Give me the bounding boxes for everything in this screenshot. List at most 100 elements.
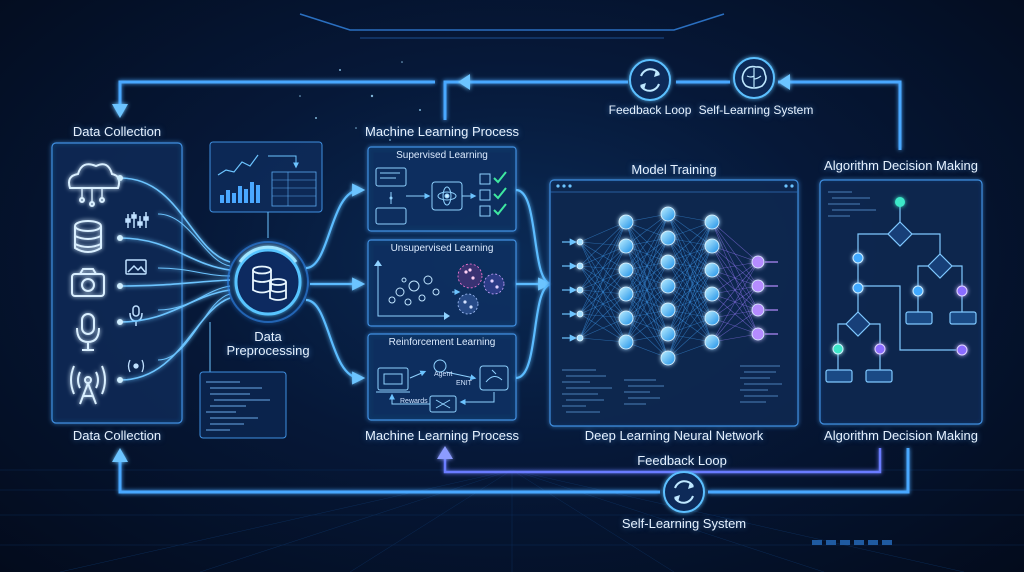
nn-neuron	[618, 286, 634, 302]
nn-edge	[625, 285, 669, 343]
nn-edge	[667, 269, 713, 359]
rewards-label: Rewards	[400, 398, 428, 405]
nn-neuron	[576, 334, 584, 342]
ml-to-network-arrows	[515, 188, 553, 380]
top-feedback-loop	[118, 80, 902, 150]
nn-neuron	[704, 238, 720, 254]
camera-icon	[71, 268, 105, 297]
nn-edge	[625, 213, 669, 319]
deep-learning-label: Deep Learning Neural Network	[584, 428, 764, 443]
nn-edge	[579, 221, 627, 243]
neural-network-nodes	[576, 206, 765, 366]
feedback-loop-label-top: Feedback Loop	[608, 103, 692, 117]
bottom-loop-arrow-left	[112, 448, 128, 462]
nn-neuron	[660, 254, 676, 270]
nn-edge	[625, 213, 669, 295]
nn-edge	[711, 333, 759, 343]
self-learning-icon	[663, 471, 705, 513]
algorithm-label-bottom: Algorithm Decision Making	[824, 428, 978, 443]
database-icon	[74, 220, 102, 253]
preprocessing-hub	[227, 241, 309, 323]
nn-edge	[579, 337, 627, 343]
nn-neuron	[576, 238, 584, 246]
model-training-label: Model Training	[631, 162, 717, 177]
nn-neuron	[660, 350, 676, 366]
bottom-loop-arrow-mid	[437, 446, 453, 459]
nn-edge	[667, 221, 713, 263]
nn-edge	[579, 221, 627, 267]
flowchart-nodes	[832, 197, 968, 356]
nn-edge	[579, 245, 627, 339]
data-collection-label-bottom: Data Collection	[72, 428, 162, 443]
neural-network-code	[562, 365, 782, 413]
nn-neuron	[618, 238, 634, 254]
nn-neuron	[704, 334, 720, 350]
nn-edge	[711, 309, 759, 343]
nn-neuron	[751, 303, 765, 317]
nn-edge	[579, 317, 627, 339]
neural-network-panel	[549, 179, 799, 427]
nn-neuron	[576, 262, 584, 270]
top-loop-arrow-left	[112, 104, 128, 118]
nn-neuron	[660, 278, 676, 294]
unsupervised-title-box: Unsupervised Learning	[368, 240, 516, 256]
nn-edge	[711, 245, 759, 263]
nn-edge	[667, 221, 713, 287]
background-grid	[0, 469, 1024, 572]
nn-edge	[667, 221, 713, 311]
nn-neuron	[660, 326, 676, 342]
image-icon	[125, 259, 147, 275]
source-connections	[119, 177, 231, 381]
data-preprocessing-line2: Preprocessing	[226, 343, 310, 358]
nn-edge	[711, 261, 759, 295]
nn-edge	[667, 221, 713, 359]
nn-neuron	[704, 214, 720, 230]
nn-edge	[579, 221, 627, 339]
nn-edge	[667, 341, 713, 359]
nn-neuron	[751, 279, 765, 293]
nn-edge	[667, 213, 713, 223]
nn-neuron	[751, 327, 765, 341]
equalizer-icon	[125, 212, 149, 228]
unsupervised-title: Unsupervised Learning	[390, 243, 494, 254]
nn-neuron	[704, 286, 720, 302]
top-frame	[299, 13, 725, 31]
nn-edge	[711, 261, 759, 343]
iot-icon	[127, 359, 145, 373]
nn-edge	[625, 213, 669, 343]
nn-edge	[711, 285, 759, 343]
preprocessing-chart-panel	[209, 141, 323, 213]
nn-neuron	[618, 214, 634, 230]
algorithm-code	[828, 191, 876, 217]
nn-edge	[579, 269, 627, 339]
sparkles	[299, 61, 421, 141]
nn-edge	[667, 221, 713, 335]
neural-network-edges	[562, 213, 778, 359]
reinforcement-title-box: Reinforcement Learning	[368, 334, 516, 350]
code-panel-left	[199, 371, 287, 439]
enit-label: ENIT	[456, 380, 472, 387]
nn-neuron	[618, 262, 634, 278]
unsupervised-content	[374, 260, 505, 320]
top-loop-arrow-right	[778, 74, 790, 90]
self-learning-label-top: Self-Learning System	[698, 103, 814, 117]
ml-process-label-top: Machine Learning Process	[365, 124, 519, 139]
microphone-icon	[76, 313, 100, 351]
nn-neuron	[660, 206, 676, 222]
nn-edge	[667, 245, 713, 359]
nn-neuron	[660, 230, 676, 246]
nn-edge	[579, 221, 627, 291]
algorithm-label-top: Algorithm Decision Making	[824, 158, 978, 173]
source-connection-nodes	[117, 175, 123, 383]
algorithm-panel	[819, 179, 983, 425]
feedback-loop-label-bottom: Feedback Loop	[637, 453, 727, 468]
nn-edge	[625, 309, 669, 343]
nn-edge	[579, 221, 627, 315]
flowchart	[825, 206, 977, 383]
agent-label: Agent	[434, 371, 453, 378]
feedback-loop-icon	[629, 59, 671, 101]
nn-neuron	[751, 255, 765, 269]
ml-process-label-bottom: Machine Learning Process	[365, 428, 519, 443]
